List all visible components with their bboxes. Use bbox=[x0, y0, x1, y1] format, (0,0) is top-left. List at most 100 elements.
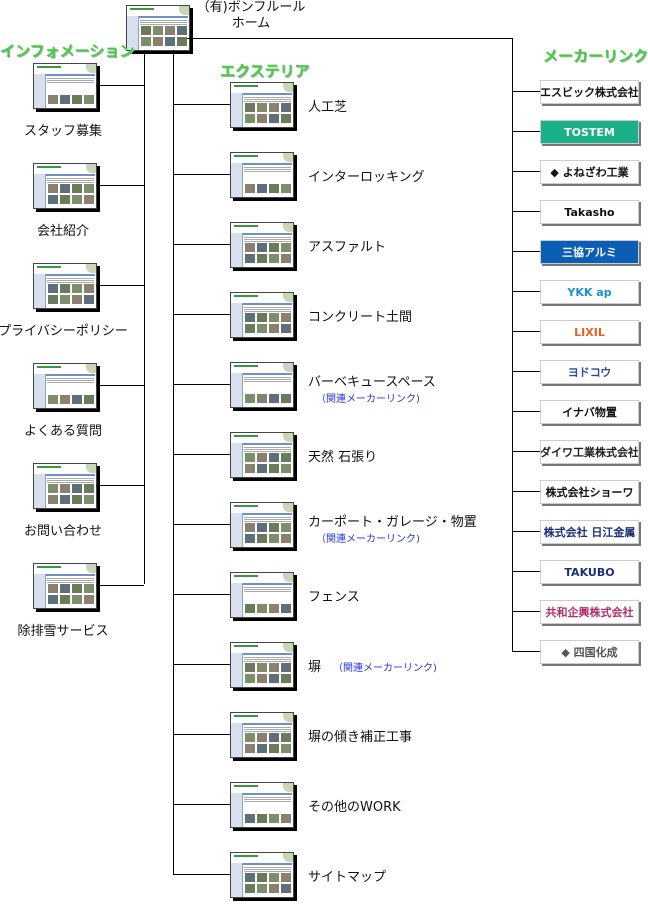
maker-logo-text: ダイワ工業株式会社 bbox=[540, 446, 639, 459]
related-maker-link[interactable]: （関連メーカーリンク) bbox=[316, 394, 420, 405]
exterior-item-label[interactable]: アスファルト bbox=[308, 240, 387, 255]
exterior-page-thumbnail[interactable] bbox=[230, 712, 294, 758]
info-item-label[interactable]: 除排雪サービス bbox=[17, 624, 109, 639]
exterior-item-label[interactable]: カーポート・ガレージ・物置 bbox=[308, 515, 477, 530]
home-page-thumbnail[interactable] bbox=[126, 5, 190, 51]
connector-line bbox=[96, 585, 144, 586]
exterior-item-label[interactable]: 塀の傾き補正工事 bbox=[308, 730, 413, 745]
exterior-page-thumbnail[interactable] bbox=[230, 222, 294, 268]
connector-line bbox=[173, 244, 230, 245]
info-page-thumbnail[interactable] bbox=[33, 63, 97, 109]
exterior-item: 天然 石張り bbox=[308, 446, 377, 465]
maker-logo-link[interactable]: 株式会社 日江金属 bbox=[540, 520, 639, 544]
connector-line bbox=[173, 594, 230, 595]
exterior-item-label[interactable]: 人工芝 bbox=[308, 100, 348, 115]
exterior-section-title: エクステリア bbox=[220, 62, 310, 80]
exterior-page-thumbnail[interactable] bbox=[230, 572, 294, 618]
exterior-page-thumbnail[interactable] bbox=[230, 852, 294, 898]
related-maker-link[interactable]: （関連メーカーリンク) bbox=[316, 534, 420, 545]
maker-logo-text: ヨドコウ bbox=[567, 366, 612, 379]
connector-info-trunk bbox=[144, 50, 145, 584]
home-label[interactable]: （有)ボンフルール ホーム bbox=[196, 0, 306, 32]
exterior-page-thumbnail[interactable] bbox=[230, 362, 294, 408]
related-maker-link[interactable]: （関連メーカーリンク) bbox=[333, 663, 437, 674]
exterior-item: アスファルト bbox=[308, 236, 386, 255]
home-label-line2: ホーム bbox=[231, 16, 271, 31]
connector-line bbox=[512, 451, 540, 452]
maker-logo-link[interactable]: 三協アルミ bbox=[540, 240, 639, 264]
home-label-line1: （有)ボンフルール bbox=[196, 0, 306, 15]
maker-logo-link[interactable]: ◆ よねざわ工業 bbox=[540, 160, 639, 184]
maker-section-title: メーカーリンク bbox=[543, 47, 648, 65]
maker-logo-text: ◆ よねざわ工業 bbox=[550, 166, 629, 179]
maker-logo-link[interactable]: エスビック株式会社 bbox=[540, 80, 639, 104]
maker-logo-text: 株式会社ショーワ bbox=[545, 486, 634, 499]
maker-logo-link[interactable]: イナバ物置 bbox=[540, 400, 639, 424]
maker-logo-text: ◆ 四国化成 bbox=[561, 646, 618, 659]
exterior-item: カーポート・ガレージ・物置 （関連メーカーリンク) bbox=[308, 511, 477, 545]
connector-line bbox=[173, 174, 230, 175]
maker-logo-link[interactable]: ヨドコウ bbox=[540, 360, 639, 384]
exterior-item-label[interactable]: 天然 石張り bbox=[308, 450, 378, 465]
exterior-item: その他のWORK bbox=[308, 796, 401, 815]
connector-line bbox=[173, 664, 230, 665]
info-page-thumbnail[interactable] bbox=[33, 163, 97, 209]
info-item-label[interactable]: スタッフ募集 bbox=[23, 124, 102, 139]
connector-line bbox=[512, 411, 540, 412]
exterior-item-label[interactable]: 塀 bbox=[308, 660, 322, 675]
exterior-page-thumbnail[interactable] bbox=[230, 432, 294, 478]
connector-exterior-trunk bbox=[173, 50, 174, 875]
exterior-item-label[interactable]: フェンス bbox=[308, 590, 360, 605]
connector-line bbox=[512, 651, 540, 652]
connector-line bbox=[512, 211, 540, 212]
exterior-item-label[interactable]: サイトマップ bbox=[308, 870, 387, 885]
exterior-item: コンクリート土間 bbox=[308, 306, 412, 325]
exterior-item-label[interactable]: コンクリート土間 bbox=[308, 310, 413, 325]
info-section-title: インフォメーション bbox=[0, 42, 135, 60]
exterior-page-thumbnail[interactable] bbox=[230, 782, 294, 828]
exterior-item: バーベキュースペース （関連メーカーリンク) bbox=[308, 371, 436, 405]
info-item-label[interactable]: よくある質問 bbox=[23, 424, 102, 439]
info-page-thumbnail[interactable] bbox=[33, 463, 97, 509]
maker-logo-text: Takasho bbox=[564, 205, 615, 219]
maker-logo-link[interactable]: 株式会社ショーワ bbox=[540, 480, 639, 504]
connector-line bbox=[512, 611, 540, 612]
maker-logo-text: TAKUBO bbox=[564, 565, 615, 579]
info-item-label[interactable]: お問い合わせ bbox=[23, 524, 102, 539]
connector-makers-trunk bbox=[512, 38, 513, 651]
connector-line bbox=[96, 185, 144, 186]
connector-line bbox=[173, 454, 230, 455]
exterior-page-thumbnail[interactable] bbox=[230, 642, 294, 688]
connector-line bbox=[173, 104, 230, 105]
connector-line bbox=[173, 874, 230, 875]
maker-logo-text: イナバ物置 bbox=[562, 406, 617, 419]
connector-line bbox=[512, 291, 540, 292]
maker-logo-link[interactable]: Takasho bbox=[540, 200, 639, 224]
info-page-thumbnail[interactable] bbox=[33, 363, 97, 409]
exterior-item: フェンス bbox=[308, 586, 360, 605]
maker-logo-link[interactable]: TOSTEM bbox=[540, 120, 639, 144]
exterior-page-thumbnail[interactable] bbox=[230, 152, 294, 198]
maker-logo-link[interactable]: YKK ap bbox=[540, 280, 639, 304]
exterior-item-label[interactable]: バーベキュースペース bbox=[308, 375, 436, 390]
maker-logo-link[interactable]: TAKUBO bbox=[540, 560, 639, 584]
info-page-thumbnail[interactable] bbox=[33, 563, 97, 609]
connector-line bbox=[512, 131, 540, 132]
maker-logo-link[interactable]: ダイワ工業株式会社 bbox=[540, 440, 639, 464]
connector-line bbox=[512, 531, 540, 532]
info-page-thumbnail[interactable] bbox=[33, 263, 97, 309]
info-item-label[interactable]: プライバシーポリシー bbox=[0, 324, 128, 339]
exterior-item-label[interactable]: その他のWORK bbox=[308, 800, 401, 815]
exterior-page-thumbnail[interactable] bbox=[230, 82, 294, 128]
maker-logo-link[interactable]: 共和企興株式会社 bbox=[540, 600, 639, 624]
info-item-label[interactable]: 会社紹介 bbox=[36, 224, 89, 239]
maker-logo-text: 株式会社 日江金属 bbox=[543, 526, 636, 539]
maker-logo-link[interactable]: ◆ 四国化成 bbox=[540, 640, 639, 664]
maker-logo-text: LIXIL bbox=[574, 325, 605, 339]
maker-logo-link[interactable]: LIXIL bbox=[540, 320, 639, 344]
exterior-item-label[interactable]: インターロッキング bbox=[308, 170, 425, 185]
exterior-page-thumbnail[interactable] bbox=[230, 292, 294, 338]
exterior-page-thumbnail[interactable] bbox=[230, 502, 294, 548]
exterior-item: インターロッキング bbox=[308, 166, 425, 185]
connector-line bbox=[173, 314, 230, 315]
